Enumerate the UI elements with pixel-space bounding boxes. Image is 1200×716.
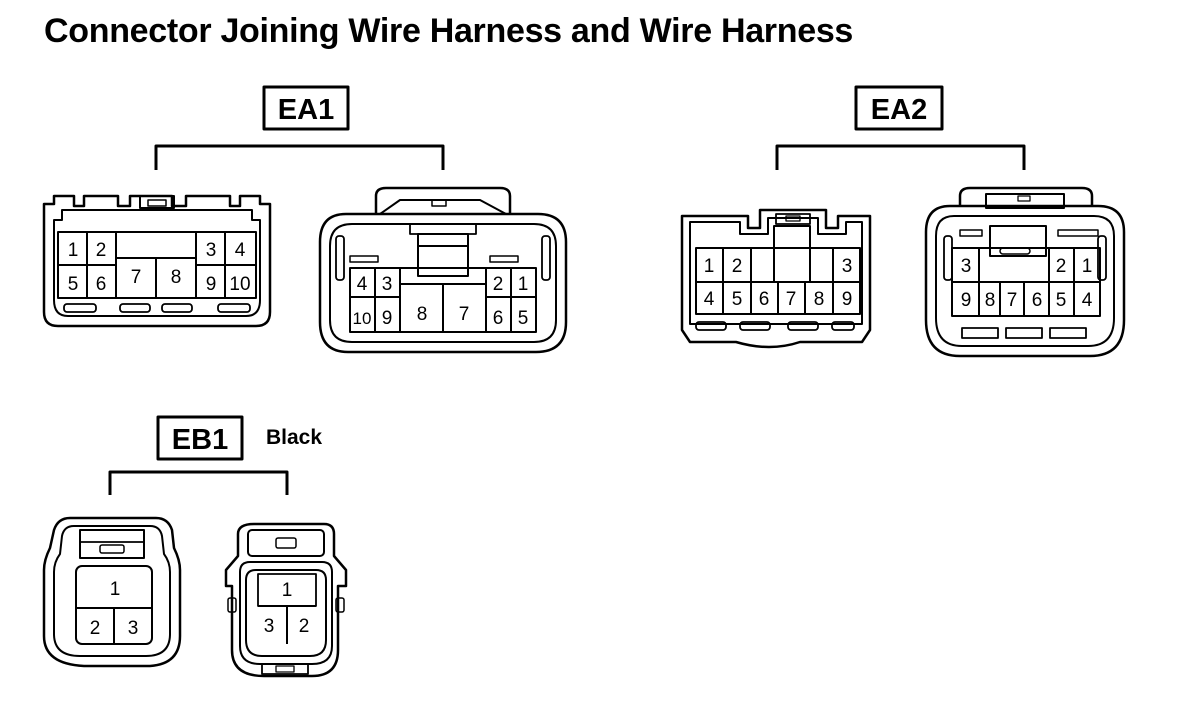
ea2-left-pin-2: 2 <box>732 256 743 277</box>
eb1-left-pin-3: 3 <box>128 618 139 639</box>
ea1-left-pin-9: 9 <box>206 274 217 295</box>
ea2-left-pin-7: 7 <box>786 289 797 310</box>
ea2-right-pin-4: 4 <box>1082 290 1093 311</box>
ea1-tag: EA1 <box>278 94 334 126</box>
ea2-left-pin-8: 8 <box>814 289 825 310</box>
ea2-left-pin-1: 1 <box>704 256 715 277</box>
eb1-color-note: Black <box>266 426 322 449</box>
ea2-left-pin-5: 5 <box>732 289 743 310</box>
ea2-right-pin-3: 3 <box>961 256 972 277</box>
ea2-right-pin-5: 5 <box>1056 290 1067 311</box>
ea2-group: EA2 1 2 3 4 5 6 <box>682 87 1124 356</box>
eb1-right-pin-1: 1 <box>282 580 293 601</box>
ea1-left-pin-7: 7 <box>131 267 142 288</box>
page-title: Connector Joining Wire Harness and Wire … <box>44 12 854 50</box>
ea2-bracket <box>777 146 1024 170</box>
ea2-left-pin-9: 9 <box>842 289 853 310</box>
ea1-left-pin-3: 3 <box>206 240 217 261</box>
ea1-left-pin-5: 5 <box>68 274 79 295</box>
eb1-tag-box <box>158 417 242 459</box>
ea1-right-pin-10: 10 <box>353 309 372 328</box>
ea1-bracket <box>156 146 443 170</box>
ea2-tag-box <box>856 87 942 129</box>
ea1-right-pin-7: 7 <box>459 304 470 325</box>
ea1-left-pin-1: 1 <box>68 240 79 261</box>
ea1-right-pin-3: 3 <box>382 274 393 295</box>
eb1-tag: EB1 <box>172 424 228 456</box>
eb1-right-pin-3: 3 <box>264 616 275 637</box>
ea1-right-pin-6: 6 <box>493 308 504 329</box>
ea2-left-pin-6: 6 <box>759 289 770 310</box>
ea2-right-connector: 3 2 1 9 8 7 6 5 4 <box>926 188 1124 356</box>
eb1-left-connector: 1 2 3 <box>44 518 180 666</box>
ea1-tag-box <box>264 87 348 129</box>
ea2-right-pin-7: 7 <box>1007 290 1018 311</box>
eb1-right-pin-2: 2 <box>299 616 310 637</box>
eb1-left-pin-1: 1 <box>110 579 121 600</box>
ea1-right-pin-1: 1 <box>518 274 529 295</box>
ea1-group: EA1 1 2 3 4 5 6 <box>44 87 566 352</box>
ea2-left-pin-3: 3 <box>842 256 853 277</box>
ea2-right-pin-6: 6 <box>1032 290 1043 311</box>
ea1-left-pin-4: 4 <box>235 240 246 261</box>
ea1-right-pin-8: 8 <box>417 304 428 325</box>
ea1-left-pin-8: 8 <box>171 267 182 288</box>
ea2-right-pin-9: 9 <box>961 290 972 311</box>
ea1-right-pin-5: 5 <box>518 308 529 329</box>
ea1-right-pin-9: 9 <box>382 308 393 329</box>
ea1-left-pin-6: 6 <box>96 274 107 295</box>
ea1-right-connector: 4 3 2 1 10 9 8 7 6 5 <box>320 188 566 352</box>
ea2-tag: EA2 <box>871 94 927 126</box>
eb1-left-pin-2: 2 <box>90 618 101 639</box>
eb1-bracket <box>110 472 287 495</box>
ea1-right-pin-2: 2 <box>493 274 504 295</box>
ea1-right-pin-4: 4 <box>357 274 368 295</box>
ea2-right-pin-8: 8 <box>985 290 996 311</box>
ea2-right-pin-2: 2 <box>1056 256 1067 277</box>
ea1-left-connector: 1 2 3 4 5 6 7 8 9 10 <box>44 196 270 326</box>
ea2-right-pin-1: 1 <box>1082 256 1093 277</box>
eb1-group: EB1 Black 1 2 3 <box>44 417 346 676</box>
ea1-left-pin-10: 10 <box>229 274 250 295</box>
ea2-left-pin-4: 4 <box>704 289 715 310</box>
eb1-right-connector: 1 3 2 <box>226 524 346 676</box>
ea2-left-connector: 1 2 3 4 5 6 7 8 9 <box>682 210 870 347</box>
ea1-left-pin-2: 2 <box>96 240 107 261</box>
